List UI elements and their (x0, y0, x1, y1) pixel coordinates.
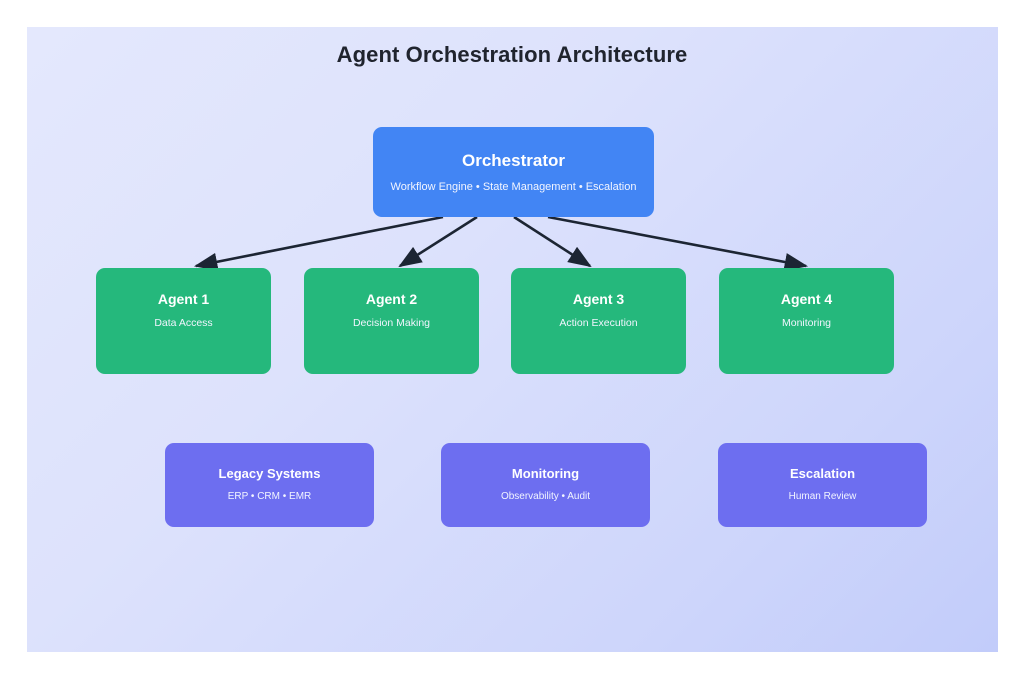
infrastructure-node-subtitle: ERP • CRM • EMR (228, 491, 312, 502)
orchestrator-node-body (373, 127, 654, 217)
agent-node-body (719, 268, 894, 374)
page-title: Agent Orchestration Architecture (336, 42, 688, 67)
infrastructure-node-title: Escalation (790, 466, 855, 481)
agent-node-body (304, 268, 479, 374)
agent-node-subtitle: Data Access (154, 317, 212, 329)
connection-arrows (193, 215, 809, 271)
arrow-orchestrator-to-agent-3 (513, 215, 592, 268)
infrastructure-node-title: Monitoring (512, 466, 579, 481)
agent-node-agent-3[interactable]: Agent 3 Action Execution (511, 268, 686, 374)
agent-node-title: Agent 2 (366, 291, 418, 307)
infrastructure-node-title: Legacy Systems (219, 466, 321, 481)
orchestrator-node-title: Orchestrator (462, 151, 565, 170)
agent-node-agent-1[interactable]: Agent 1 Data Access (96, 268, 271, 374)
agent-node-agent-4[interactable]: Agent 4 Monitoring (719, 268, 894, 374)
agent-node-body (511, 268, 686, 374)
agent-node-title: Agent 1 (158, 291, 210, 307)
arrow-orchestrator-to-agent-1 (193, 215, 444, 271)
agent-node-subtitle: Monitoring (782, 317, 831, 329)
agent-node-title: Agent 3 (573, 291, 625, 307)
infrastructure-node-body (165, 443, 374, 527)
agent-node-agent-2[interactable]: Agent 2 Decision Making (304, 268, 479, 374)
arrow-orchestrator-to-agent-4 (547, 215, 809, 271)
agent-node-subtitle: Decision Making (353, 317, 430, 329)
agent-node-title: Agent 4 (781, 291, 833, 307)
agent-node-subtitle: Action Execution (559, 317, 637, 329)
arrow-orchestrator-to-agent-2 (398, 215, 478, 268)
infrastructure-node-subtitle: Human Review (789, 491, 858, 502)
infrastructure-node-body (718, 443, 927, 527)
agent-node-body (96, 268, 271, 374)
infrastructure-node-body (441, 443, 650, 527)
infrastructure-node-subtitle: Observability • Audit (501, 491, 590, 502)
orchestrator-node-subtitle: Workflow Engine • State Management • Esc… (391, 181, 637, 193)
